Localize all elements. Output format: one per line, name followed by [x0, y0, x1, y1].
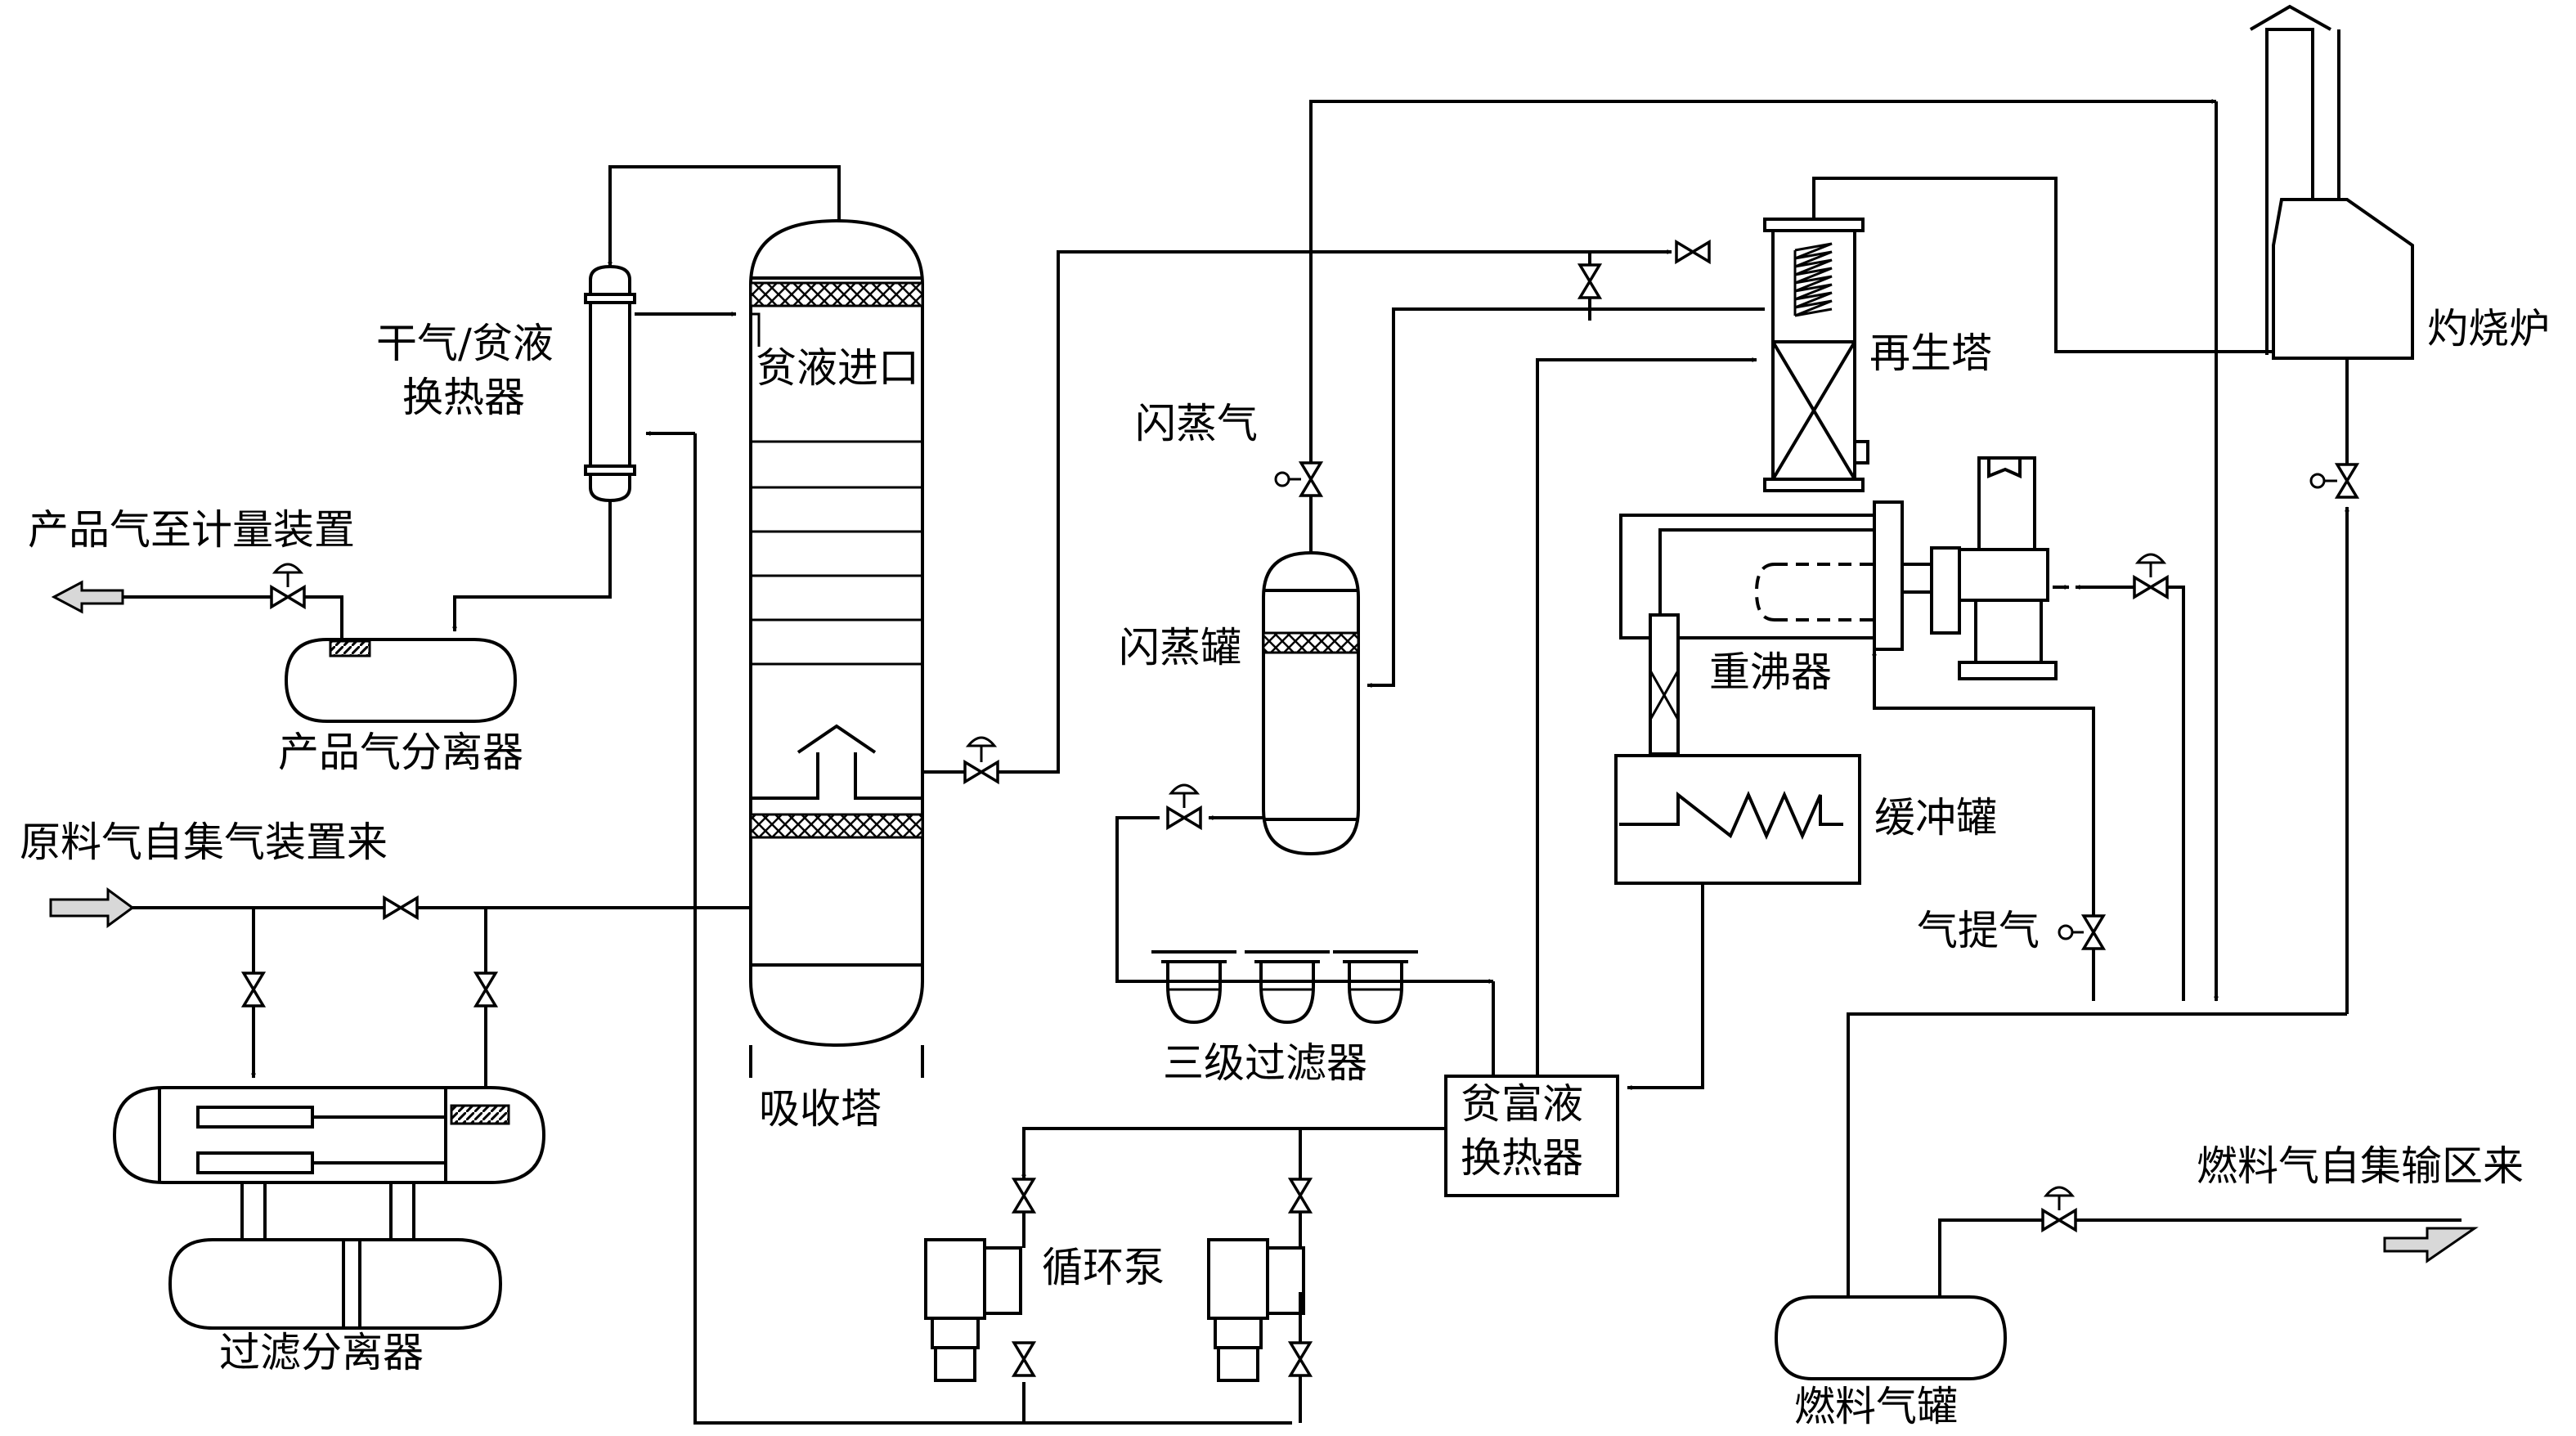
fuel-gas-tank-label: 燃料气罐 — [1794, 1383, 1958, 1430]
fuel-gas-inlet-arrow — [2383, 1227, 2479, 1263]
lean-rich-exchanger-label-line1: 贫富液 — [1461, 1080, 1583, 1128]
filter-separator-label: 过滤分离器 — [219, 1329, 424, 1376]
reboiler-label: 重沸器 — [1709, 648, 1832, 696]
flash-tank — [1262, 550, 1360, 856]
level-indicator — [1649, 613, 1680, 756]
regenerator-column — [1763, 218, 1869, 492]
product-gas-separator-label: 产品气分离器 — [278, 729, 523, 776]
flash-gas-label: 闪蒸气 — [1135, 400, 1258, 447]
circulation-pump-label: 循环泵 — [1042, 1244, 1165, 1291]
three-stage-filter-label: 三级过滤器 — [1163, 1039, 1367, 1087]
stripping-gas-label: 气提气 — [1917, 907, 2040, 954]
buffer-tank — [1614, 754, 1861, 885]
absorber-column — [749, 218, 924, 1078]
product-gas-outlet-arrow — [51, 580, 124, 614]
product-gas-separator — [284, 638, 518, 723]
regenerator-label: 再生塔 — [1869, 330, 1992, 377]
lean-inlet-label: 贫液进口 — [756, 344, 919, 392]
dry-gas-exchanger-label-line1: 干气/贫液 — [376, 320, 554, 367]
fuel-gas-tank — [1774, 1295, 2008, 1380]
lean-rich-exchanger-label-line2: 换热器 — [1461, 1134, 1583, 1182]
flash-tank-label: 闪蒸罐 — [1119, 624, 1241, 671]
feed-gas-inlet-arrow — [49, 887, 135, 928]
three-stage-filter — [1151, 950, 1418, 1025]
piping — [123, 99, 2462, 1425]
fuel-gas-source-label: 燃料气自集输区来 — [2197, 1142, 2524, 1190]
absorber-label: 吸收塔 — [759, 1085, 882, 1133]
incinerator — [2249, 4, 2414, 360]
circulation-pump-right — [1207, 1238, 1305, 1382]
feed-gas-source-label: 原料气自集气装置来 — [20, 819, 388, 866]
lean-rich-exchanger-box — [1444, 1075, 1619, 1197]
dry-gas-lean-exchanger — [584, 264, 636, 503]
filter-separator — [112, 1086, 546, 1330]
circulation-pump-left — [924, 1238, 1022, 1382]
product-gas-to-meter-label: 产品气至计量装置 — [28, 506, 355, 554]
incinerator-label: 灼烧炉 — [2427, 305, 2550, 352]
valves — [242, 240, 2358, 1377]
dry-gas-exchanger-label-line2: 换热器 — [402, 374, 525, 421]
buffer-tank-label: 缓冲罐 — [1874, 794, 1997, 841]
